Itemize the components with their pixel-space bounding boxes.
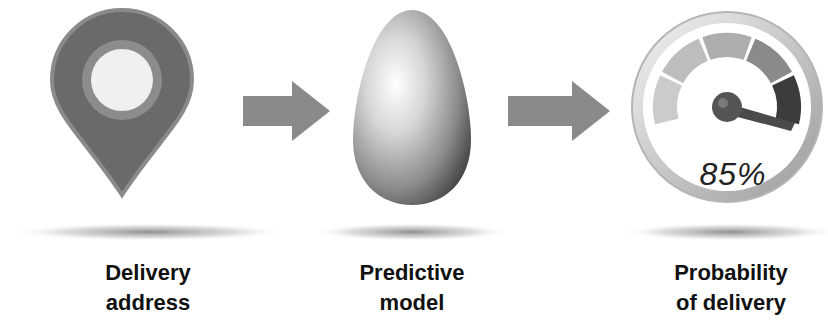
shadow [312, 223, 512, 241]
gauge-segment [772, 75, 801, 124]
gauge-segment [653, 75, 682, 124]
node-caption: Probability of delivery [663, 258, 799, 318]
gauge-readout: 85% [677, 154, 789, 194]
gauge-segment [662, 39, 708, 84]
diagram-node: Delivery address [40, 5, 240, 321]
gauge-segment [702, 33, 751, 60]
gauge-segment [746, 39, 792, 84]
shadow [10, 223, 290, 241]
node-caption: Predictive model [347, 258, 477, 318]
block-arrow [243, 81, 330, 141]
block-arrow [508, 81, 610, 141]
shadow [620, 223, 828, 241]
diagram-node: Predictive model [335, 5, 505, 321]
node-caption: Delivery address [78, 258, 218, 318]
diagram-node: 85% Probability of delivery [615, 5, 823, 321]
